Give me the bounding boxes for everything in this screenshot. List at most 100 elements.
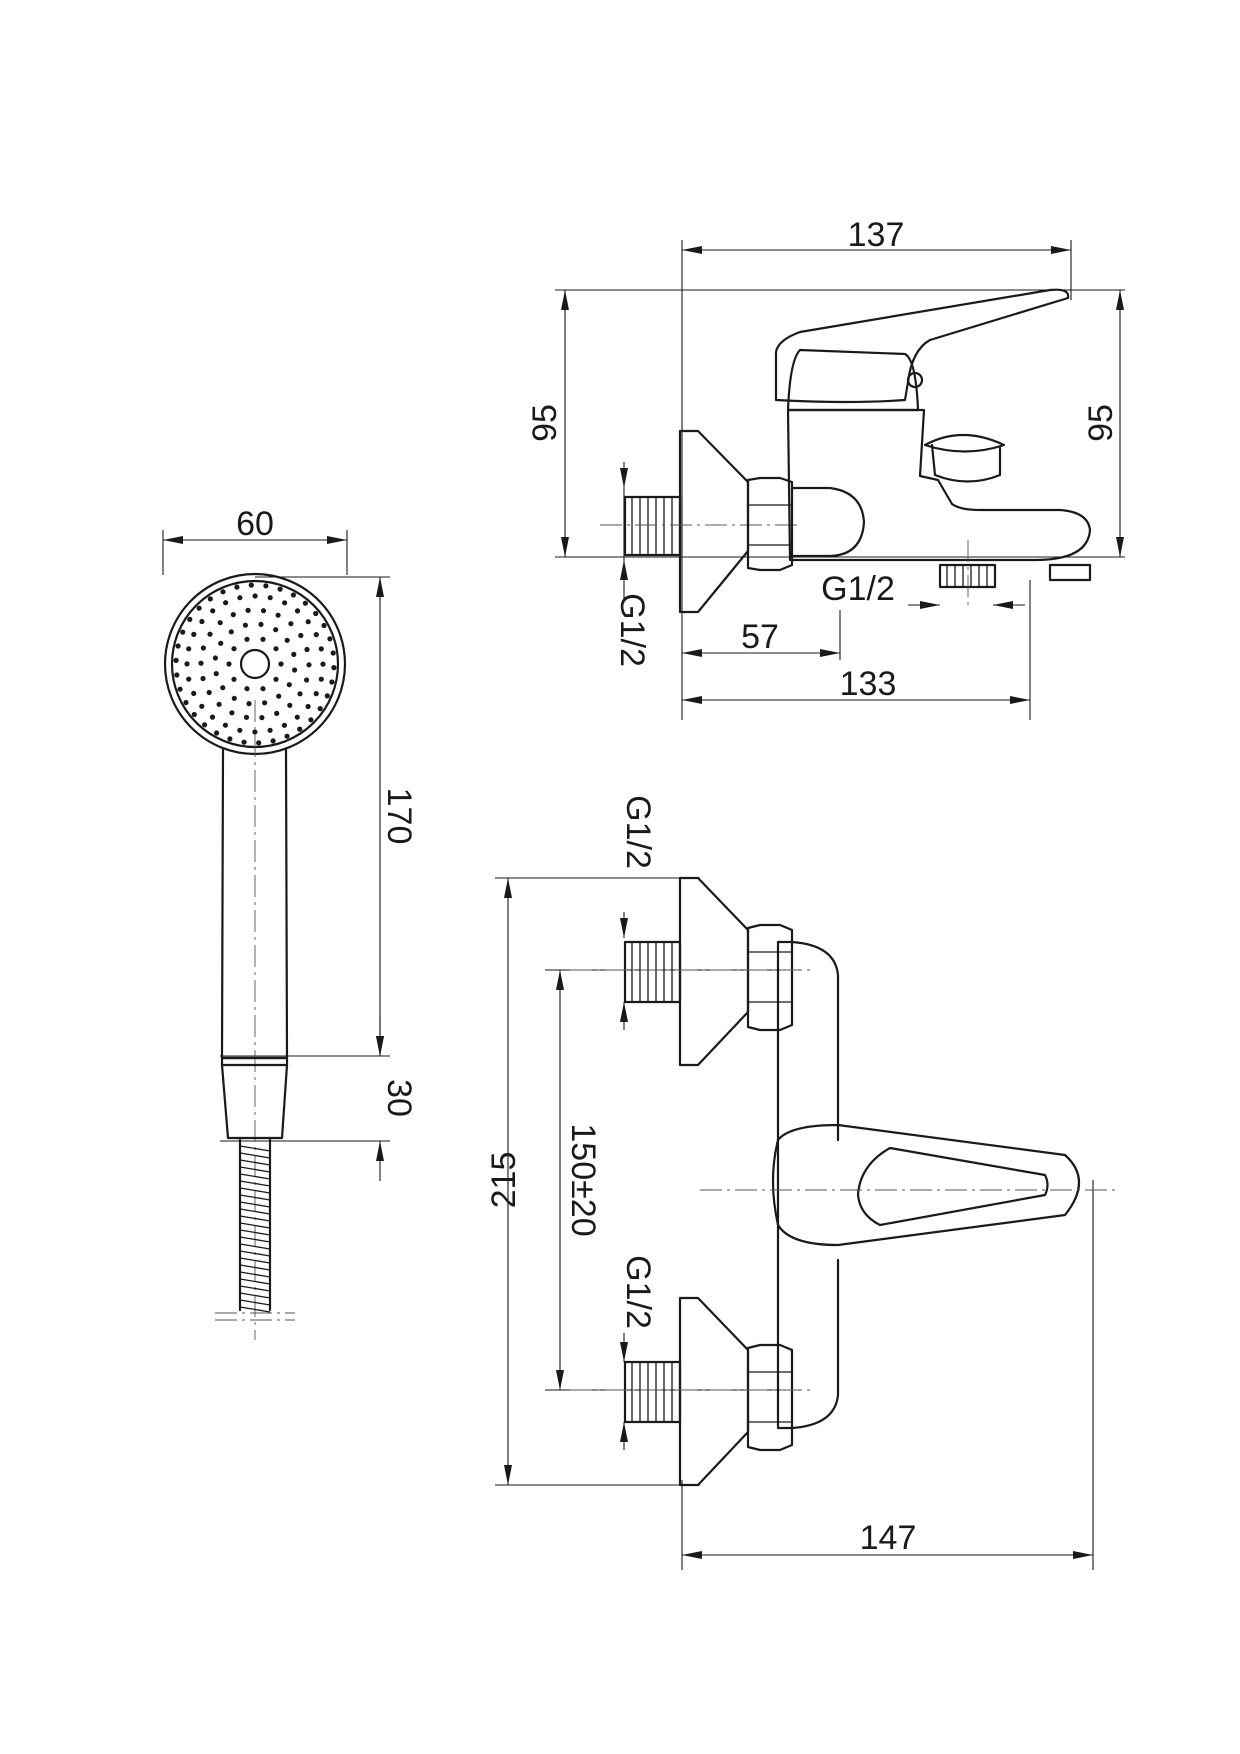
nozzle-dot bbox=[223, 600, 229, 606]
nozzle-dot bbox=[252, 729, 258, 735]
nozzle-dot bbox=[207, 631, 213, 637]
dim-front-thread-top: G1/2 bbox=[619, 795, 657, 869]
hose-coil bbox=[239, 1264, 271, 1271]
dim-handset-grip: 30 bbox=[380, 1079, 418, 1117]
nozzle-dot bbox=[267, 595, 273, 601]
hose-coil bbox=[239, 1236, 271, 1243]
dim-side-height-left: 95 bbox=[526, 404, 564, 442]
nozzle-dot bbox=[273, 676, 279, 682]
nozzle-dot bbox=[220, 685, 226, 691]
nozzle-dot bbox=[286, 682, 292, 688]
nozzle-dot bbox=[304, 677, 310, 683]
hose-coil bbox=[239, 1201, 271, 1208]
nozzle-dot bbox=[292, 667, 298, 673]
dim-head-width: 60 bbox=[236, 505, 274, 543]
hose-coil bbox=[239, 1145, 271, 1152]
nozzle-dot bbox=[230, 612, 236, 618]
nozzle-dot bbox=[275, 612, 281, 618]
nozzle-dot bbox=[213, 671, 219, 677]
hex-nut bbox=[746, 476, 794, 572]
nozzle-dot bbox=[183, 699, 189, 706]
nozzle-dot bbox=[177, 686, 183, 692]
nozzle-dot bbox=[313, 691, 319, 697]
outlet-thread bbox=[938, 563, 997, 589]
nozzle-dot bbox=[327, 636, 333, 642]
nozzle-dot bbox=[202, 722, 208, 728]
nozzle-dot bbox=[231, 676, 237, 682]
hose-coil bbox=[239, 1229, 271, 1236]
nozzle-dot bbox=[256, 740, 262, 746]
shower-head-face bbox=[170, 579, 340, 749]
nozzle-dot bbox=[297, 726, 303, 732]
wall-flange bbox=[678, 429, 750, 614]
nozzle-dot bbox=[262, 700, 268, 706]
top-wall-flange bbox=[678, 876, 750, 1067]
dim-front-thread-bottom: G1/2 bbox=[619, 1255, 657, 1329]
nozzle-dot bbox=[276, 693, 282, 699]
nozzle-dot bbox=[278, 661, 284, 667]
inlet-thread bbox=[623, 495, 682, 557]
dim-side-width-top: 137 bbox=[848, 216, 905, 254]
nozzle-dot bbox=[329, 679, 335, 685]
hose-coil bbox=[239, 1278, 271, 1285]
nozzle-dot bbox=[320, 661, 326, 667]
bottom-inlet-thread bbox=[623, 1360, 682, 1424]
nozzle-dot bbox=[313, 610, 319, 617]
nozzle-dot bbox=[180, 629, 186, 635]
shower-hose bbox=[238, 1138, 272, 1313]
grip-ring bbox=[220, 1056, 289, 1067]
diverter-stem bbox=[930, 443, 1002, 483]
nozzle-dot bbox=[228, 629, 234, 635]
hose-coil bbox=[239, 1306, 271, 1313]
handle-cutout bbox=[856, 1146, 1049, 1227]
nozzle-dot bbox=[210, 608, 216, 614]
nozzle-dot bbox=[222, 722, 228, 728]
hose-coil bbox=[239, 1173, 271, 1180]
front-view: 215 150±20 G1/2 G1/2 147 bbox=[485, 795, 1120, 1570]
hose-coil bbox=[239, 1194, 271, 1201]
nozzle-dot bbox=[304, 646, 310, 653]
nozzle-dot bbox=[263, 583, 269, 589]
mixer-body-front bbox=[776, 940, 840, 1430]
top-hex-nut bbox=[746, 923, 794, 1032]
nozzle-dot bbox=[184, 661, 190, 667]
nozzle-dot bbox=[273, 646, 279, 652]
hose-coil bbox=[239, 1271, 271, 1278]
nozzle-dot bbox=[245, 607, 251, 614]
nozzle-dot bbox=[207, 596, 213, 602]
nozzle-dot bbox=[191, 711, 197, 718]
mixer-handle-front bbox=[771, 1123, 1080, 1247]
nozzle-dot bbox=[260, 608, 267, 614]
bottom-hex-nut bbox=[746, 1343, 794, 1452]
nozzle-dot bbox=[291, 651, 297, 658]
nozzle-dot bbox=[241, 739, 247, 745]
lever-handle bbox=[774, 288, 1070, 404]
nozzle-dot bbox=[200, 645, 206, 651]
hose-coil bbox=[239, 1215, 271, 1222]
nozzle-dot bbox=[186, 646, 192, 652]
nozzle-dot bbox=[260, 686, 266, 692]
nozzle-dot bbox=[282, 600, 288, 606]
hose-coil bbox=[239, 1187, 271, 1194]
mixer-body bbox=[786, 408, 1092, 562]
nozzle-dot bbox=[212, 655, 218, 661]
nozzle-dot bbox=[274, 710, 280, 717]
hose-coil bbox=[239, 1180, 271, 1187]
nozzle-dot bbox=[217, 620, 223, 626]
nozzle-dot bbox=[324, 693, 330, 699]
nozzle-dot bbox=[229, 710, 235, 716]
nozzle-dot bbox=[218, 640, 224, 646]
nozzle-dot bbox=[231, 646, 237, 652]
hose-coil bbox=[239, 1250, 271, 1257]
nozzle-dot bbox=[186, 676, 192, 682]
side-view: 137 95 95 G1/2 G1/2 57 133 bbox=[526, 216, 1125, 720]
hose-coil bbox=[239, 1208, 271, 1215]
hose-coil bbox=[239, 1152, 271, 1159]
hose-coil bbox=[239, 1285, 271, 1292]
handset-handle bbox=[220, 748, 289, 1060]
hand-shower: 60 170 30 bbox=[162, 505, 418, 1340]
nozzle-dot bbox=[297, 691, 303, 697]
nozzle-dot bbox=[298, 632, 304, 639]
nozzle-dot bbox=[199, 703, 205, 709]
nozzle-dot bbox=[209, 714, 216, 720]
